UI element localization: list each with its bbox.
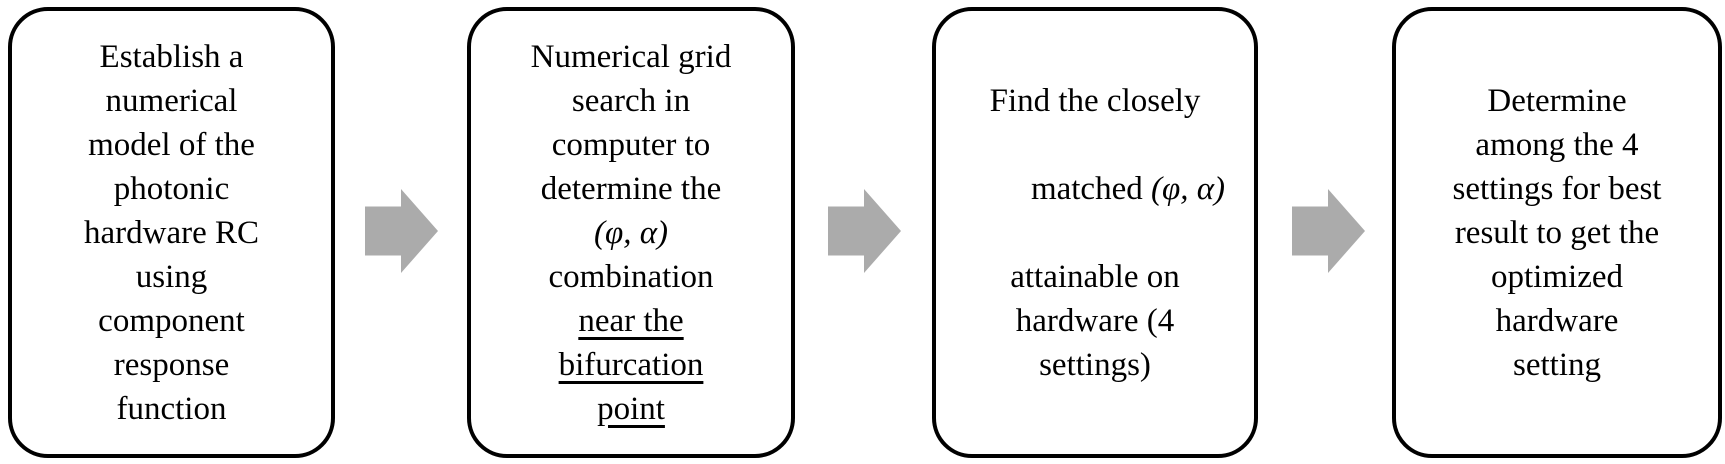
text-line: determine the — [540, 170, 722, 207]
flow-step-1: Establish a numerical model of the photo… — [8, 7, 335, 458]
text-line: hardware — [1495, 302, 1619, 339]
text-line: settings) — [1039, 346, 1151, 383]
text-line: hardware (4 — [1015, 302, 1175, 339]
text-line: component — [98, 302, 245, 339]
text-line: setting — [1513, 346, 1601, 383]
text-segment: matched — [1030, 170, 1151, 207]
text-line: hardware RC — [83, 214, 260, 251]
text-line: response — [113, 346, 230, 383]
underlined-text-line: near the — [578, 302, 684, 339]
flow-step-4-text: Determine among the 4 settings for best … — [1396, 79, 1718, 387]
flow-step-2: Numerical grid search in computer to det… — [467, 7, 795, 458]
math-expression-phi-alpha: (φ, α) — [1150, 170, 1226, 207]
text-line: computer to — [551, 126, 711, 163]
right-arrow-icon — [365, 189, 438, 273]
flow-step-2-text: Numerical grid search in computer to det… — [471, 35, 791, 431]
math-expression-phi-alpha: (φ, α) — [593, 214, 669, 251]
right-arrow-shape — [828, 189, 901, 273]
flow-step-3: Find the closely matched (φ, α) attainab… — [932, 7, 1258, 458]
text-line: settings for best — [1452, 170, 1662, 207]
text-line: Numerical grid — [530, 38, 732, 75]
text-line: result to get the — [1454, 214, 1660, 251]
text-line: attainable on — [1010, 258, 1180, 295]
text-line: search in — [571, 82, 691, 119]
text-line: Determine — [1487, 82, 1627, 119]
text-line: matched (φ, α) — [940, 123, 1250, 255]
text-line: optimized — [1491, 258, 1623, 295]
text-line: model of the — [88, 126, 255, 163]
flow-step-4: Determine among the 4 settings for best … — [1392, 7, 1722, 458]
text-line: function — [116, 390, 227, 427]
text-line: photonic — [113, 170, 230, 207]
right-arrow-icon — [1292, 189, 1365, 273]
text-line: Establish a — [99, 38, 244, 75]
text-line: numerical — [105, 82, 238, 119]
text-line: using — [135, 258, 208, 295]
flow-step-1-text: Establish a numerical model of the photo… — [12, 35, 331, 431]
underlined-text-line: point — [597, 390, 665, 427]
text-line: Find the closely — [989, 82, 1201, 119]
flow-step-3-text: Find the closely matched (φ, α) attainab… — [936, 79, 1254, 387]
right-arrow-shape — [1292, 189, 1365, 273]
underlined-text-line: bifurcation — [558, 346, 704, 383]
text-line: combination — [548, 258, 714, 295]
right-arrow-icon — [828, 189, 901, 273]
right-arrow-shape — [365, 189, 438, 273]
text-line: among the 4 — [1475, 126, 1639, 163]
